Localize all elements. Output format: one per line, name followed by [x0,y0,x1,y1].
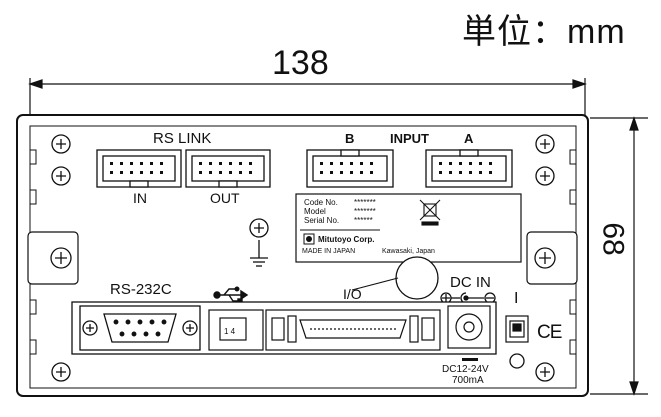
rs-link-out-label: OUT [210,190,240,206]
weee-icon [419,199,441,226]
input-label: INPUT [390,131,429,146]
dc-rating-current: 700mA [452,375,484,386]
rs232c-connector [79,305,201,351]
location-label: Kawasaki, Japan [382,248,435,255]
code-no-value: ******* [354,198,376,207]
io-connector [265,309,441,351]
height-dimension-line [590,116,648,396]
input-a-connector [425,149,513,188]
made-in-label: MADE IN JAPAN [302,248,356,255]
model-label: Model [304,207,326,216]
rs-link-in-connector [96,149,182,188]
screw-icon [50,134,556,382]
dc-jack [447,305,491,349]
dc-rating-voltage: DC12-24V [442,364,489,375]
rs-link-in-label: IN [133,190,147,206]
dc-in-label: DC IN [450,274,491,291]
input-b-label: B [345,131,355,146]
panel-inner-frame [29,125,577,389]
code-no-label: Code No. [304,198,338,207]
input-a-label: A [464,131,474,146]
io-label: I/O [343,286,362,302]
input-b-connector [306,149,394,188]
width-dimension-line [28,78,587,118]
rs232c-label: RS-232C [110,281,172,298]
maker-name: Mitutoyo Corp. [318,235,375,244]
usb-icon [213,286,249,304]
rs-link-label: RS LINK [153,130,212,147]
connector-pins [110,162,492,174]
svg-text:1 4: 1 4 [224,327,236,336]
usb-port: 1 4 [208,309,264,351]
power-switch-mark: I [514,290,519,307]
serial-no-value: ****** [354,216,373,225]
unit-label: 単位：mm [462,13,626,51]
ce-mark-icon: CE [537,322,562,343]
power-indicator [509,353,525,369]
mitutoyo-logo-icon [303,233,315,245]
model-value: ******* [354,207,376,216]
io-dial [395,256,439,300]
dc-polarity-icon [440,292,496,304]
width-dimension-label: 138 [272,44,329,82]
nameplate [295,193,522,263]
power-switch [505,315,529,343]
ground-icon [250,240,268,267]
serial-no-label: Serial No. [304,216,340,225]
rs-link-out-connector [185,149,271,188]
